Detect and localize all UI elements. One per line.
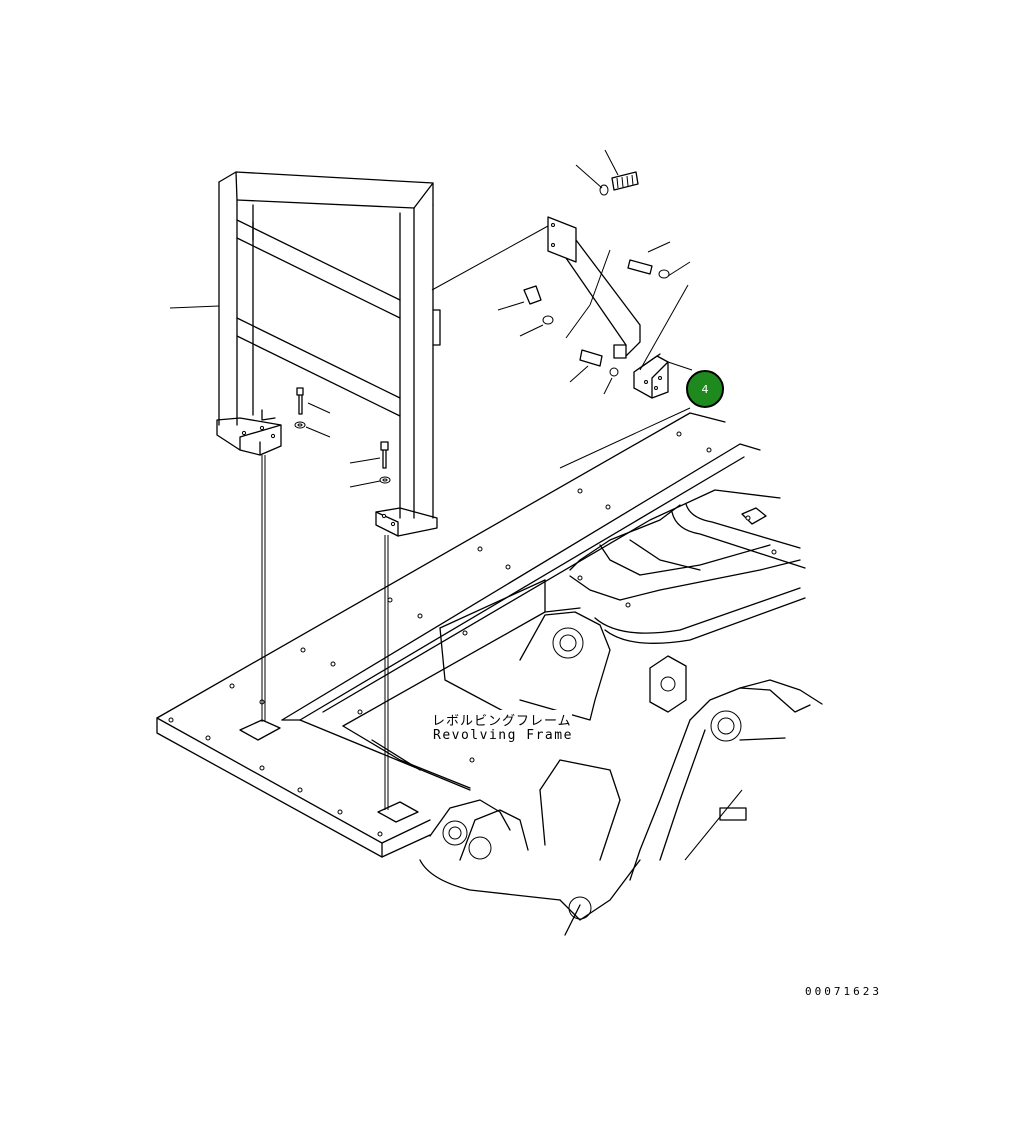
revolving-frame-deck <box>156 412 823 936</box>
drawing-number: 00071623 <box>805 985 882 998</box>
stay-bracket <box>431 149 693 399</box>
callout-leader-line <box>559 407 691 469</box>
alignment-lines <box>261 455 389 810</box>
deck-holes <box>168 431 777 837</box>
revolving-frame-label-jp: レボルビングフレーム <box>432 710 572 729</box>
handrail-frame <box>216 171 441 537</box>
frame-bolts <box>169 305 391 488</box>
revolving-frame-label-en: Revolving Frame <box>433 728 573 743</box>
callout-number: 4 <box>701 382 709 396</box>
part-callout-4[interactable]: 4 <box>686 370 724 408</box>
